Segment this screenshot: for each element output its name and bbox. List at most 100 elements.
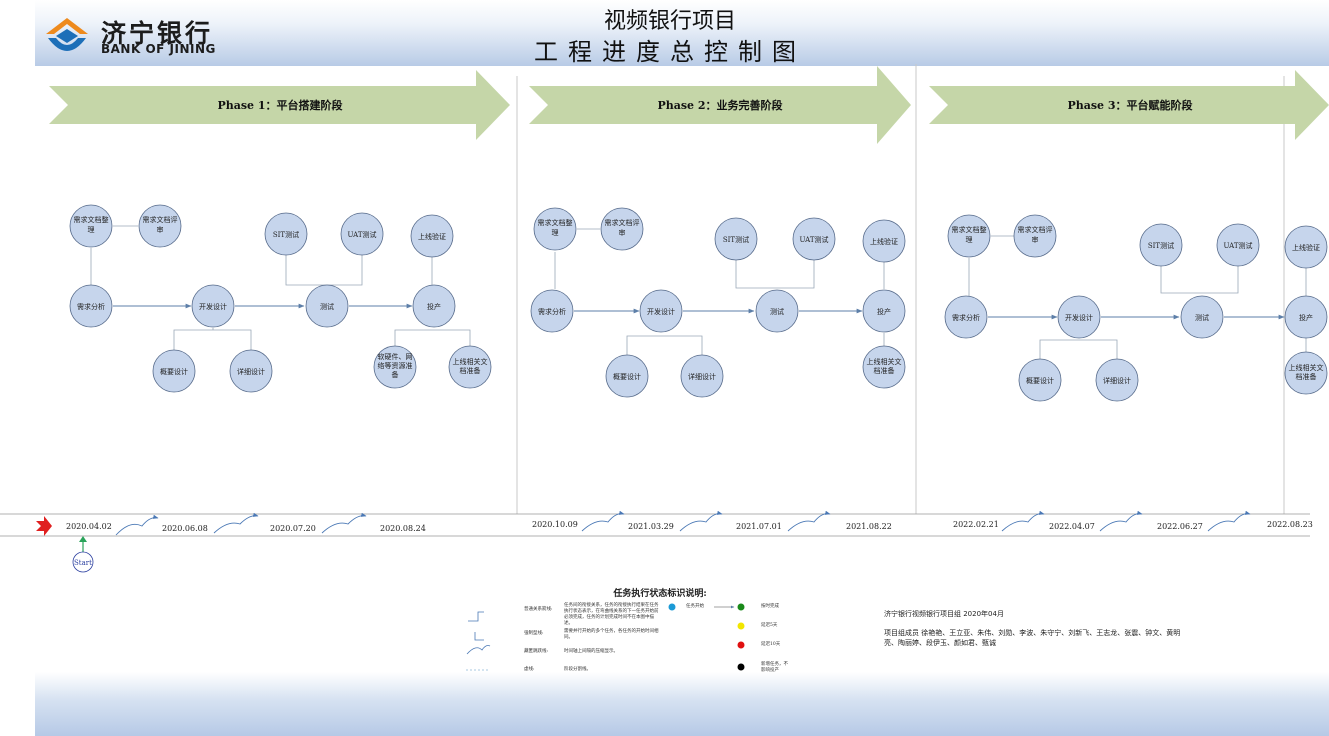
timeline-wave-icon [213,512,259,534]
node-label: 详细设计 [1103,376,1131,385]
node-label: SIT测试 [1148,241,1174,250]
status-delay5-dot [737,622,745,630]
node-label: 审 [157,225,164,234]
timeline-date: 2022.06.27 [1157,522,1203,531]
timeline-wave-icon [321,512,367,534]
timeline-date: 2020.10.09 [532,520,578,529]
timeline-date: 2022.02.21 [953,520,999,529]
node-label: 需求分析 [538,307,566,316]
page-title-line1: 视频银行项目 [603,9,736,34]
node-label: 需求文档整 [74,215,109,224]
status-label: 按时完成 [761,604,779,609]
footer-band [35,672,1329,736]
node-test [1180,295,1224,339]
node-label: 测试 [320,302,334,311]
node-dev-design [639,289,683,333]
timeline-date: 2022.04.07 [1049,522,1095,531]
timeline-wave-icon [1001,510,1045,532]
phase-3-label: Phase 3：平台赋能阶段 [1067,98,1192,112]
node-label: 审 [619,228,626,237]
node-go-live-verify [1284,225,1328,269]
legend-desc: 需要并行开始的多个任务，各任务的开始时间相同。 [564,629,659,640]
node-label: 理 [966,236,973,244]
timeline-date: 2021.08.22 [846,522,892,531]
node-label: 详细设计 [688,372,716,381]
status-on-time-dot [737,603,745,611]
node-label: 投产 [1299,313,1313,322]
legend-start-label: 任务开始 [686,604,704,609]
node-outline-design [152,349,196,393]
node-label: 档准备 [1296,372,1317,381]
phase-3-arrow [929,70,1329,140]
node-dev-design [1057,295,1101,339]
node-label: SIT测试 [723,235,749,244]
node-doc-prep [862,345,906,389]
node-label: 络等资源准 [378,361,413,370]
node-label: 投产 [877,307,891,316]
node-label: 档准备 [460,366,481,375]
legend-label: 虚线: [524,667,535,672]
node-label: UAT测试 [347,230,376,239]
phase-2-label: Phase 2：业务完善阶段 [657,98,782,112]
node-label: 审 [1032,235,1039,244]
legend-label: 强制型线: [524,631,544,636]
legend-desc: 阶段分割线。 [564,667,591,672]
legend-wave-icon [466,645,491,655]
node-label: 概要设计 [613,372,641,381]
timeline-start-arrow-icon [36,516,52,536]
node-uat [1216,223,1260,267]
legend-forced-line-icon [474,632,484,641]
node-label: 档准备 [874,366,895,375]
legend-desc: 时间轴上间隔的压缩显示。 [564,649,618,654]
node-outline-design [1018,358,1062,402]
legend-title: 任务执行状态标识说明: [613,589,707,599]
legend-label: 普通关系箭线: [524,607,553,612]
status-label: 延迟10天 [761,642,781,647]
node-label: 开发设计 [199,302,227,311]
phase-1-label: Phase 1：平台搭建阶段 [217,98,342,112]
node-sit [1139,223,1183,267]
timeline-date: 2020.08.24 [380,524,426,533]
timeline-wave-icon [1207,510,1251,532]
node-detail-design [229,349,273,393]
node-dev-design [191,284,235,328]
node-label: 需求文档评 [1018,225,1053,234]
node-sit [714,217,758,261]
page-title-line2: 工程进度总控制图 [534,38,806,66]
node-label: 上线相关文 [867,357,902,366]
node-sit [264,212,308,256]
node-detail-design [1095,358,1139,402]
status-delay10-dot [737,641,745,649]
phase-3-connectors [968,235,1307,359]
node-req-doc [947,214,991,258]
timeline-wave-icon [679,510,723,532]
phase-2-connectors [554,228,885,356]
legend-label: 藏匿跳跃线: [524,649,549,654]
node-label: 开发设计 [647,307,675,316]
timeline-wave-icon [1099,510,1143,532]
node-req-doc [533,207,577,251]
node-label: 上线相关文 [453,357,488,366]
node-req-analysis [69,284,113,328]
node-go-live-verify [862,219,906,263]
node-label: UAT测试 [799,235,828,244]
node-production [412,284,456,328]
timeline-date: 2021.07.01 [736,522,782,531]
node-label: 上线验证 [870,237,898,246]
node-req-review [600,207,644,251]
node-label: 需求文档整 [952,225,987,234]
node-req-review [138,204,182,248]
node-req-analysis [944,295,988,339]
timeline-wave-icon [787,510,831,532]
timeline-date: 2020.06.08 [162,524,208,533]
node-label: 备 [392,370,399,379]
phase-2-arrow [529,66,911,144]
timeline-wave-icon [115,514,159,536]
node-req-analysis [530,289,574,333]
node-label: 概要设计 [160,367,188,376]
timeline-date: 2022.08.23 [1267,520,1313,529]
node-label: 开发设计 [1065,313,1093,322]
node-doc-prep [1284,351,1328,395]
node-req-doc [69,204,113,248]
